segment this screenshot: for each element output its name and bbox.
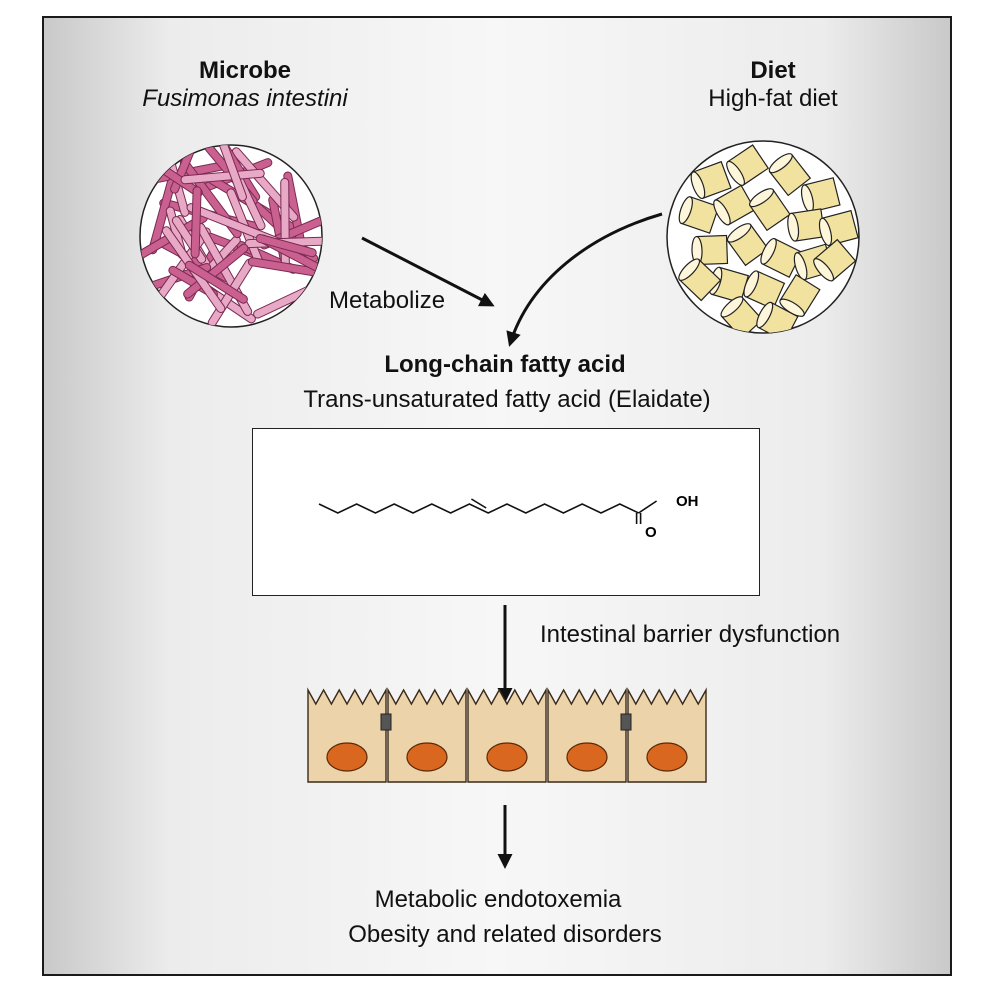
microbe-heading: Microbe: [198, 57, 292, 84]
barrier-dysfunction-label: Intestinal barrier dysfunction: [540, 621, 841, 648]
hydroxyl-label: OH: [676, 493, 699, 510]
cell-nucleus: [646, 742, 688, 772]
metabolize-label: Metabolize: [329, 287, 446, 314]
cell-nucleus: [566, 742, 608, 772]
bacteria-cluster-icon: [139, 144, 323, 328]
cell-nucleus: [486, 742, 528, 772]
fat-cubes-icon: [666, 140, 860, 334]
fatty-acid-name: Trans-unsaturated fatty acid (Elaidate): [303, 386, 711, 413]
fatty-acid-heading: Long-chain fatty acid: [384, 351, 626, 378]
elaidate-structure: OH O: [318, 493, 699, 541]
cell-nucleus: [406, 742, 448, 772]
microbe-species: Fusimonas intestini: [142, 85, 348, 112]
diet-type: High-fat diet: [708, 85, 838, 112]
molecule-structure-box: OH O: [252, 428, 760, 596]
metabolize-arrow: [361, 236, 495, 307]
tight-junction: [380, 713, 392, 731]
tight-junction: [620, 713, 632, 731]
diet-to-fatty-acid-arrow: [506, 212, 663, 347]
carbonyl-oxygen-label: O: [645, 524, 657, 541]
intestinal-epithelial-cells: [307, 687, 707, 783]
outcome-line-2: Obesity and related disorders: [348, 921, 662, 948]
diet-heading: Diet: [750, 57, 796, 84]
outcome-line-1: Metabolic endotoxemia: [374, 886, 622, 913]
cell-nucleus: [326, 742, 368, 772]
